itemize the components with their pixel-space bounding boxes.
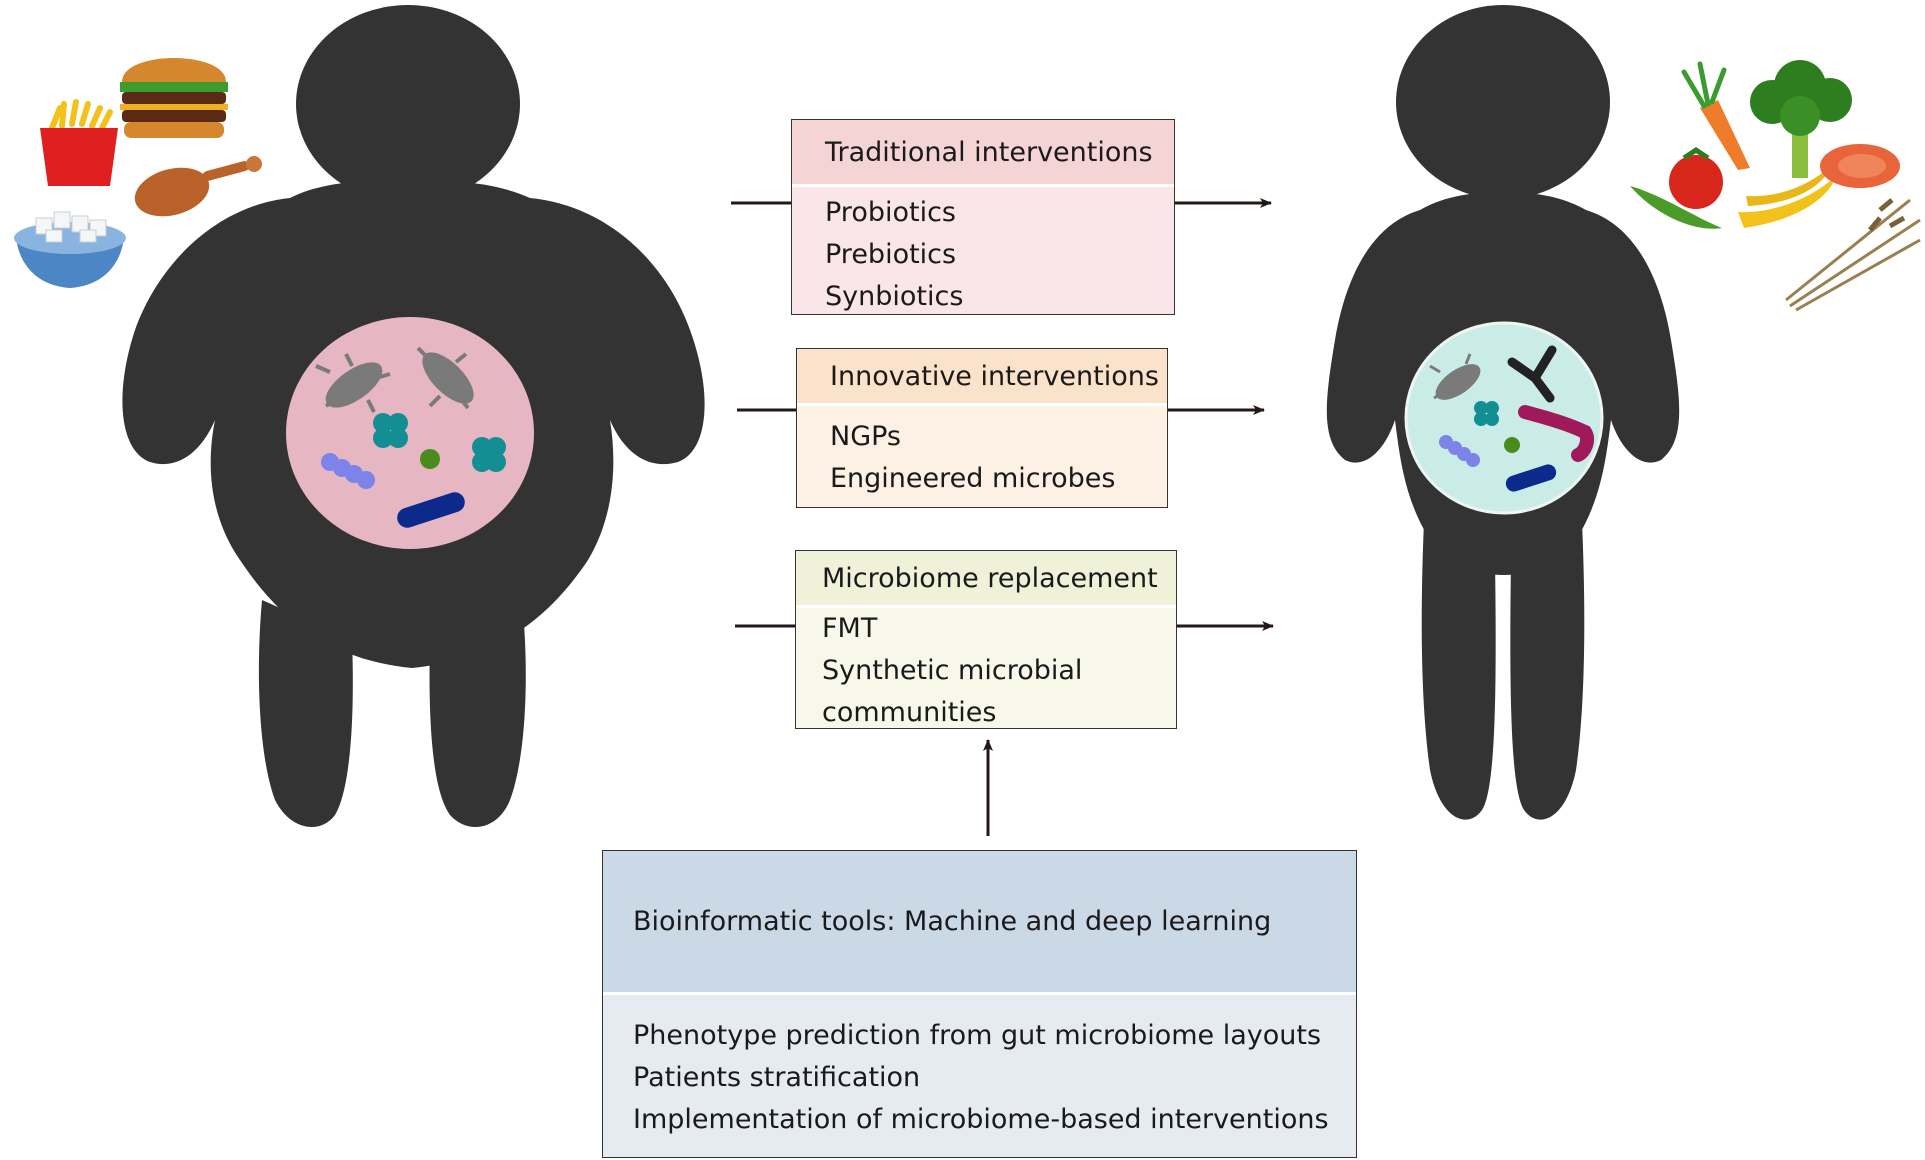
arrows bbox=[731, 198, 1274, 836]
microbiome-replacement-title: Microbiome replacement bbox=[796, 551, 1176, 608]
innovative-interventions-title: Innovative interventions bbox=[797, 349, 1167, 406]
list-item: Phenotype prediction from gut microbiome… bbox=[633, 1020, 1322, 1051]
chicken-leg-icon bbox=[134, 156, 262, 217]
healthy-gut-microbiome bbox=[1404, 321, 1604, 515]
bacteroides-bug-icon bbox=[315, 346, 474, 413]
y-shaped-bacterium-icon bbox=[1507, 345, 1557, 403]
broccoli-icon bbox=[1750, 60, 1852, 178]
list-item: Engineered microbes bbox=[830, 463, 1116, 494]
bacillus-rod-icon bbox=[397, 492, 465, 528]
list-item: NGPs bbox=[830, 421, 901, 452]
bacillus-rod-icon bbox=[1505, 464, 1557, 492]
list-item: communities bbox=[822, 697, 997, 728]
unhealthy-food-group bbox=[14, 58, 262, 288]
curved-rod-icon bbox=[1518, 405, 1594, 462]
cocci-cluster-icon bbox=[1474, 401, 1499, 426]
traditional-interventions-title: Traditional interventions bbox=[792, 120, 1174, 187]
microbiome-replacement-list: FMT Synthetic microbial communities bbox=[796, 608, 1176, 734]
wheat-icon bbox=[1785, 198, 1921, 312]
list-item: Probiotics bbox=[825, 197, 956, 228]
microbiome-replacement-box: Microbiome replacement FMT Synthetic mic… bbox=[795, 550, 1177, 729]
innovative-interventions-box: Innovative interventions NGPs Engineered… bbox=[796, 348, 1168, 508]
traditional-interventions-box: Traditional interventions Probiotics Pre… bbox=[791, 119, 1175, 315]
list-item: Synbiotics bbox=[825, 281, 964, 312]
hamburger-icon bbox=[120, 58, 228, 138]
list-item: FMT bbox=[822, 613, 878, 644]
bioinformatic-tools-box: Bioinformatic tools: Machine and deep le… bbox=[602, 850, 1357, 1158]
bacteroides-bug-icon bbox=[1429, 353, 1481, 400]
cocci-cluster-icon bbox=[373, 413, 506, 472]
sugar-bowl-icon bbox=[14, 211, 126, 288]
streptococci-chain-icon bbox=[1439, 435, 1480, 467]
list-item: Implementation of microbiome-based inter… bbox=[633, 1104, 1329, 1135]
healthy-food-group bbox=[1630, 60, 1921, 312]
traditional-interventions-list: Probiotics Prebiotics Synbiotics bbox=[792, 187, 1174, 318]
innovative-interventions-list: NGPs Engineered microbes bbox=[797, 406, 1167, 500]
list-item: Prebiotics bbox=[825, 239, 957, 270]
bioinformatic-tools-list: Phenotype prediction from gut microbiome… bbox=[603, 995, 1356, 1141]
pea-pod-icon bbox=[1630, 186, 1722, 229]
salmon-steak-icon bbox=[1820, 144, 1900, 188]
green-dot-icon bbox=[1504, 437, 1520, 453]
green-dot-icon bbox=[420, 449, 440, 469]
bioinformatic-tools-title: Bioinformatic tools: Machine and deep le… bbox=[603, 851, 1356, 995]
dysbiotic-gut-microbiome bbox=[286, 317, 534, 549]
tomato-icon bbox=[1669, 146, 1723, 209]
carrot-icon bbox=[1681, 61, 1750, 170]
banana-icon bbox=[1738, 166, 1836, 228]
french-fries-icon bbox=[40, 99, 118, 186]
list-item: Patients stratification bbox=[633, 1062, 921, 1093]
streptococci-chain-icon bbox=[321, 453, 375, 489]
list-item: Synthetic microbial bbox=[822, 655, 1083, 686]
